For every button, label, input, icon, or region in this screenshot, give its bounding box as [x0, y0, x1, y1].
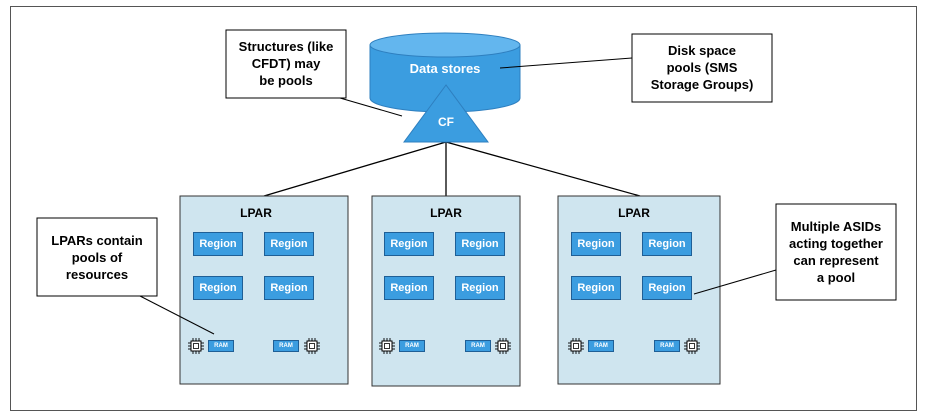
callout-line: LPARs contain — [51, 233, 143, 248]
callout-structures-box — [225, 29, 347, 99]
ram-module: RAM — [273, 340, 299, 352]
region-box: Region — [455, 276, 505, 300]
callout-line: a pool — [816, 270, 856, 285]
lpar-label-2: LPAR — [430, 206, 462, 220]
callout-disk-box — [631, 33, 773, 103]
region-box: Region — [384, 276, 434, 300]
region-box: Region — [264, 276, 314, 300]
cpu-chip-icon — [379, 338, 395, 354]
cf-lpar3-link — [445, 141, 641, 197]
ram-module: RAM — [399, 340, 425, 352]
callout-asids-box — [775, 203, 897, 301]
data-stores-label: Data stores — [409, 61, 481, 76]
cf-label: CF — [438, 115, 454, 129]
callout-lpars-text: LPARs contain pools of resources — [37, 232, 157, 283]
callout-lpars-pointer — [139, 295, 215, 335]
callout-line: Disk space — [668, 43, 736, 58]
callout-line: acting together — [789, 236, 883, 251]
cf-lpar1-link — [263, 141, 447, 197]
region-box: Region — [193, 232, 243, 256]
callout-structures-pointer — [339, 97, 403, 117]
data-stores-cylinder — [369, 32, 521, 113]
callout-lpars-box — [36, 217, 158, 297]
callout-line: CFDT) may — [251, 56, 321, 71]
callout-asids-pointer — [693, 269, 777, 295]
callout-line: Structures (like — [238, 39, 334, 54]
diagram-frame — [10, 6, 917, 411]
callout-structures-text: Structures (like CFDT) may be pools — [226, 38, 346, 89]
callout-line: be pools — [259, 73, 313, 88]
callout-line: Storage Groups) — [650, 77, 754, 92]
ram-module: RAM — [465, 340, 491, 352]
callout-asids-text: Multiple ASIDs acting together can repre… — [776, 218, 896, 286]
callout-disk-pointer — [499, 57, 633, 69]
region-box: Region — [571, 276, 621, 300]
callout-line: Multiple ASIDs — [790, 219, 882, 234]
region-box: Region — [384, 232, 434, 256]
callout-line: resources — [65, 267, 129, 282]
cpu-chip-icon — [495, 338, 511, 354]
lpar-label-3: LPAR — [618, 206, 650, 220]
region-box: Region — [571, 232, 621, 256]
region-box: Region — [455, 232, 505, 256]
cpu-chip-icon — [568, 338, 584, 354]
region-box: Region — [193, 276, 243, 300]
cf-triangle — [403, 84, 489, 143]
callout-line: pools (SMS — [666, 60, 738, 75]
ram-module: RAM — [654, 340, 680, 352]
lpar-label-1: LPAR — [240, 206, 272, 220]
ram-module: RAM — [588, 340, 614, 352]
region-box: Region — [264, 232, 314, 256]
callout-line: pools of — [71, 250, 123, 265]
cpu-chip-icons — [188, 338, 700, 354]
cpu-chip-icon — [304, 338, 320, 354]
callout-disk-text: Disk space pools (SMS Storage Groups) — [632, 42, 772, 93]
region-box: Region — [642, 232, 692, 256]
cpu-chip-icon — [188, 338, 204, 354]
ram-module: RAM — [208, 340, 234, 352]
region-box: Region — [642, 276, 692, 300]
callout-line: can represent — [793, 253, 879, 268]
cpu-chip-icon — [684, 338, 700, 354]
